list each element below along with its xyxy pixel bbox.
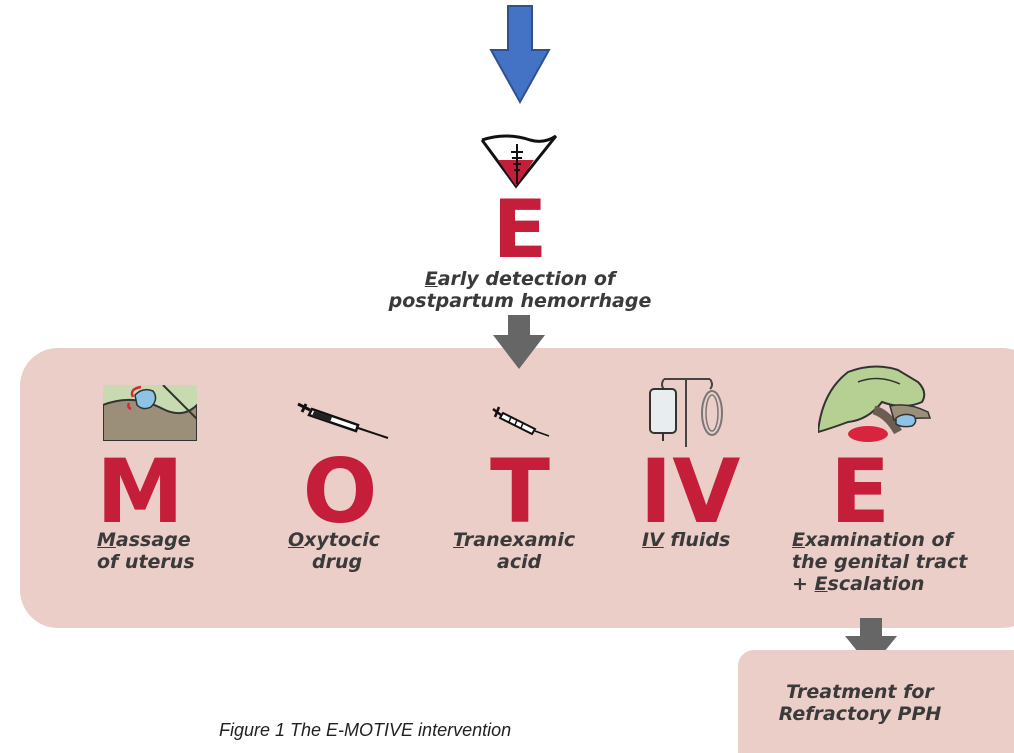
uterine-massage-icon xyxy=(103,385,197,441)
syringe-icon xyxy=(297,402,389,439)
tranexamic-label: Tranexamic acid xyxy=(453,529,633,573)
motive-letter-e: E xyxy=(829,440,891,543)
examination-label: Examination of the genital tract + Escal… xyxy=(792,529,1002,595)
iv-fluids-label: IV fluids xyxy=(642,529,772,551)
treatment-label: Treatment for Refractory PPH xyxy=(750,681,970,725)
blood-collection-icon xyxy=(480,134,558,189)
motive-letter-o: O xyxy=(302,440,378,543)
gray-arrow-to-treatment xyxy=(845,618,897,668)
massage-rest: assage xyxy=(115,529,191,551)
early-detection-label: Early detection of postpartum hemorrhage xyxy=(360,268,680,312)
oxytocic-line2: drug xyxy=(312,551,363,573)
early-line1-rest: arly detection of xyxy=(437,268,616,290)
iv-initial: IV xyxy=(642,529,664,551)
tranexamic-initial: T xyxy=(453,529,464,551)
escalation-initial: E xyxy=(814,573,828,595)
figure-caption: Figure 1 The E-MOTIVE intervention xyxy=(219,720,512,740)
treatment-line1: Treatment for xyxy=(786,681,934,703)
small-syringe-icon xyxy=(492,406,550,437)
motive-letter-t: T xyxy=(489,440,551,543)
gray-arrow-to-motive xyxy=(493,315,545,369)
examination-rest: xamination of xyxy=(804,529,953,551)
blue-down-arrow xyxy=(489,5,551,104)
examination-line2: the genital tract xyxy=(792,551,968,573)
tranexamic-rest: ranexamic xyxy=(463,529,576,551)
early-detection-letter: E xyxy=(492,183,548,276)
oxytocic-label: Oxytocic drug xyxy=(288,529,448,573)
motive-letter-m: M xyxy=(96,440,184,543)
escalation-prefix: + xyxy=(792,573,815,595)
examination-initial: E xyxy=(792,529,805,551)
motive-letter-iv: IV xyxy=(639,440,741,543)
treatment-line2: Refractory PPH xyxy=(778,703,942,725)
treatment-box xyxy=(738,650,1014,753)
genital-exam-icon xyxy=(818,365,932,442)
massage-initial: M xyxy=(97,529,116,551)
early-line2: postpartum hemorrhage xyxy=(388,290,652,312)
early-initial: E xyxy=(424,268,438,290)
massage-line2: of uterus xyxy=(97,551,195,573)
oxytocic-rest: xytocic xyxy=(304,529,380,551)
oxytocic-initial: O xyxy=(288,529,305,551)
tranexamic-line2: acid xyxy=(497,551,542,573)
iv-rest: fluids xyxy=(663,529,731,551)
iv-bag-icon xyxy=(649,378,723,447)
massage-label: Massage of uterus xyxy=(97,529,267,573)
escalation-rest: scalation xyxy=(827,573,925,595)
